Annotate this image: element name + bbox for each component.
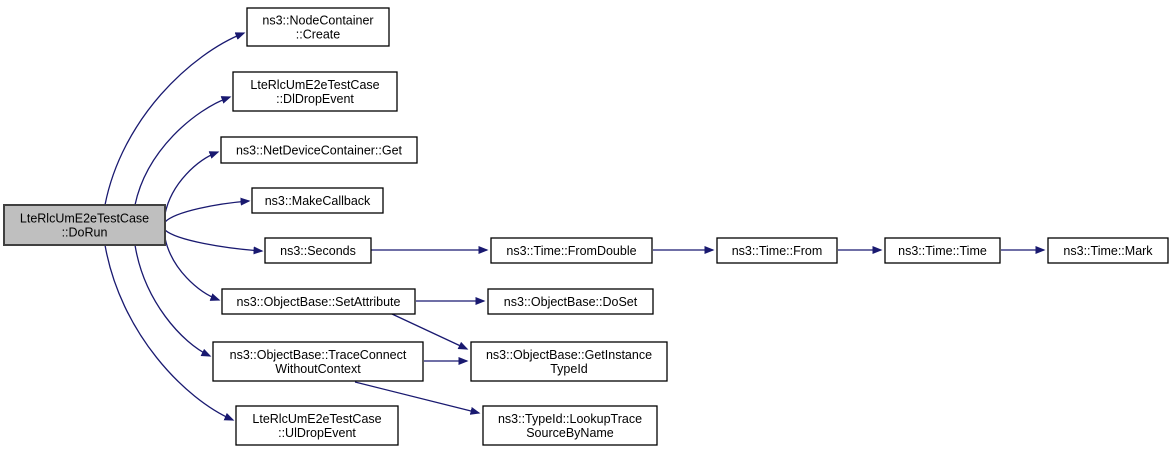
edge-do-run-to-seconds bbox=[164, 229, 264, 255]
edge-do-run-to-trace-connect-without-context bbox=[134, 244, 212, 357]
node-label-time-mark-line0: ns3::Time::Mark bbox=[1063, 244, 1153, 258]
node-label-object-base-do-set-line0: ns3::ObjectBase::DoSet bbox=[504, 295, 638, 309]
node-label-node-container-create-line1: ::Create bbox=[296, 28, 341, 42]
node-box-seconds bbox=[264, 237, 372, 264]
node-label-time-time-line0: ns3::Time::Time bbox=[898, 244, 987, 258]
edge-do-run-to-net-device-container-get bbox=[164, 151, 220, 215]
node-label-time-from-double-line0: ns3::Time::FromDouble bbox=[506, 244, 636, 258]
node-box-time-time bbox=[884, 237, 1001, 264]
node-label-make-callback-line0: ns3::MakeCallback bbox=[265, 194, 371, 208]
node-box-object-base-do-set bbox=[487, 288, 654, 315]
node-box-make-callback bbox=[251, 187, 384, 214]
node-seconds[interactable]: ns3::Seconds bbox=[264, 237, 372, 264]
node-label-do-run-line0: LteRlcUmE2eTestCase bbox=[20, 212, 149, 226]
node-label-trace-connect-without-context-line1: WithoutContext bbox=[275, 362, 361, 376]
edge-do-run-to-set-attribute bbox=[164, 237, 221, 301]
node-box-net-device-container-get bbox=[220, 136, 418, 164]
node-time-mark[interactable]: ns3::Time::Mark bbox=[1047, 237, 1169, 264]
node-box-get-instance-type-id bbox=[470, 341, 668, 382]
node-label-seconds-line0: ns3::Seconds bbox=[280, 244, 356, 258]
node-object-base-do-set[interactable]: ns3::ObjectBase::DoSet bbox=[487, 288, 654, 315]
node-label-do-run-line1: ::DoRun bbox=[62, 226, 108, 240]
node-label-trace-connect-without-context-line0: ns3::ObjectBase::TraceConnect bbox=[230, 348, 407, 362]
node-node-container-create[interactable]: ns3::NodeContainer::Create bbox=[246, 7, 390, 47]
node-box-set-attribute bbox=[221, 288, 416, 315]
edge-do-run-to-make-callback bbox=[164, 197, 251, 223]
node-label-dl-drop-event-line0: LteRlcUmE2eTestCase bbox=[250, 78, 379, 92]
node-make-callback[interactable]: ns3::MakeCallback bbox=[251, 187, 384, 214]
node-box-time-mark bbox=[1047, 237, 1169, 264]
node-label-time-from-line0: ns3::Time::From bbox=[732, 244, 823, 258]
node-label-dl-drop-event-line1: ::DlDropEvent bbox=[276, 92, 354, 106]
node-label-net-device-container-get-line0: ns3::NetDeviceContainer::Get bbox=[236, 144, 403, 158]
node-box-node-container-create bbox=[246, 7, 390, 47]
node-do-run: LteRlcUmE2eTestCase::DoRun bbox=[3, 204, 166, 246]
node-label-lookup-trace-source-by-name-line1: SourceByName bbox=[526, 426, 614, 440]
node-box-do-run bbox=[3, 204, 166, 246]
node-time-from-double[interactable]: ns3::Time::FromDouble bbox=[490, 237, 653, 264]
node-box-time-from bbox=[716, 237, 838, 264]
node-label-set-attribute-line0: ns3::ObjectBase::SetAttribute bbox=[237, 295, 401, 309]
node-box-time-from-double bbox=[490, 237, 653, 264]
node-label-node-container-create-line0: ns3::NodeContainer bbox=[262, 14, 373, 28]
edge-trace-connect-without-context-to-lookup-trace-source-by-name bbox=[354, 381, 481, 415]
node-label-lookup-trace-source-by-name-line0: ns3::TypeId::LookupTrace bbox=[498, 412, 642, 426]
node-box-dl-drop-event bbox=[232, 71, 398, 112]
edge-set-attribute-to-get-instance-type-id bbox=[391, 313, 469, 350]
node-time-time[interactable]: ns3::Time::Time bbox=[884, 237, 1001, 264]
node-label-ul-drop-event-line1: ::UlDropEvent bbox=[278, 426, 356, 440]
node-ul-drop-event[interactable]: LteRlcUmE2eTestCase::UlDropEvent bbox=[235, 405, 399, 446]
node-box-trace-connect-without-context bbox=[212, 341, 424, 382]
edge-do-run-to-ul-drop-event bbox=[104, 244, 235, 421]
node-trace-connect-without-context[interactable]: ns3::ObjectBase::TraceConnectWithoutCont… bbox=[212, 341, 424, 382]
node-set-attribute[interactable]: ns3::ObjectBase::SetAttribute bbox=[221, 288, 416, 315]
node-dl-drop-event[interactable]: LteRlcUmE2eTestCase::DlDropEvent bbox=[232, 71, 398, 112]
edge-do-run-to-node-container-create bbox=[104, 32, 246, 206]
node-box-ul-drop-event bbox=[235, 405, 399, 446]
node-net-device-container-get[interactable]: ns3::NetDeviceContainer::Get bbox=[220, 136, 418, 164]
node-box-lookup-trace-source-by-name bbox=[482, 405, 658, 446]
edge-do-run-to-dl-drop-event bbox=[134, 96, 232, 206]
node-label-get-instance-type-id-line1: TypeId bbox=[550, 362, 588, 376]
node-label-ul-drop-event-line0: LteRlcUmE2eTestCase bbox=[252, 412, 381, 426]
node-label-get-instance-type-id-line0: ns3::ObjectBase::GetInstance bbox=[486, 348, 652, 362]
node-time-from[interactable]: ns3::Time::From bbox=[716, 237, 838, 264]
